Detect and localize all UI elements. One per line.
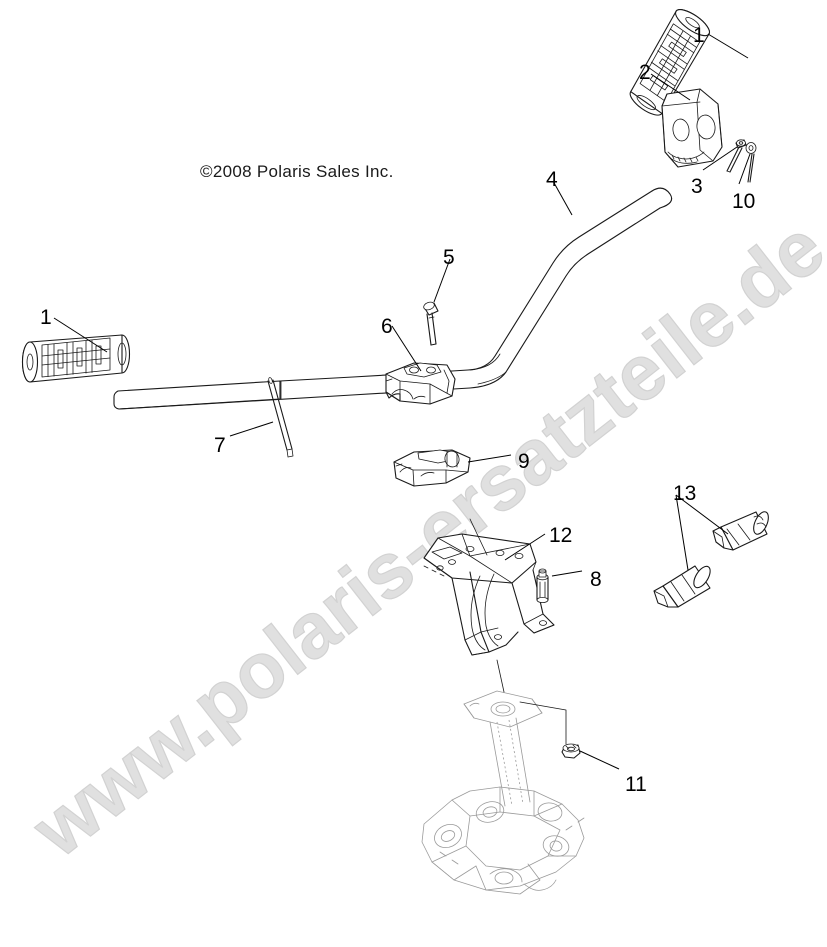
callout-label-5: 5 [443, 246, 455, 269]
part-bushing-lower [653, 565, 711, 608]
part-screw [726, 139, 747, 173]
watermark-text: www.polaris-ersatzteile.de [16, 203, 827, 874]
part-bolt [423, 301, 439, 346]
part-handgrip-left [21, 334, 131, 383]
leader-lines [53, 33, 751, 770]
callout-label-13: 13 [673, 482, 697, 505]
callout-label-2: 2 [639, 61, 651, 84]
callout-label-4: 4 [546, 168, 558, 191]
copyright-notice: ©2008 Polaris Sales Inc. [200, 162, 394, 181]
watermark: www.polaris-ersatzteile.de [15, 202, 827, 875]
phantom-steering-post [421, 690, 585, 895]
part-handlebar [113, 187, 673, 410]
part-clamp-lower [393, 449, 471, 487]
callout-label-8: 8 [590, 568, 602, 591]
part-rod [267, 377, 294, 458]
callout-label-7: 7 [214, 434, 226, 457]
part-clamp-upper [385, 362, 456, 405]
callout-label-3: 3 [691, 175, 703, 198]
callout-label-10: 10 [732, 190, 756, 213]
callout-label-6: 6 [381, 315, 393, 338]
callout-label-1-left: 1 [40, 306, 52, 329]
part-nut [561, 743, 581, 759]
callout-label-9: 9 [518, 450, 530, 473]
part-throttle-housing [661, 88, 723, 168]
callout-label-1-right: 1 [693, 24, 705, 47]
part-bracket [423, 533, 555, 656]
callout-label-11: 11 [625, 773, 647, 796]
part-bushing-upper [712, 511, 769, 551]
callout-label-12: 12 [549, 524, 573, 547]
part-spacer [536, 568, 549, 604]
part-cotter-pin [745, 142, 757, 183]
